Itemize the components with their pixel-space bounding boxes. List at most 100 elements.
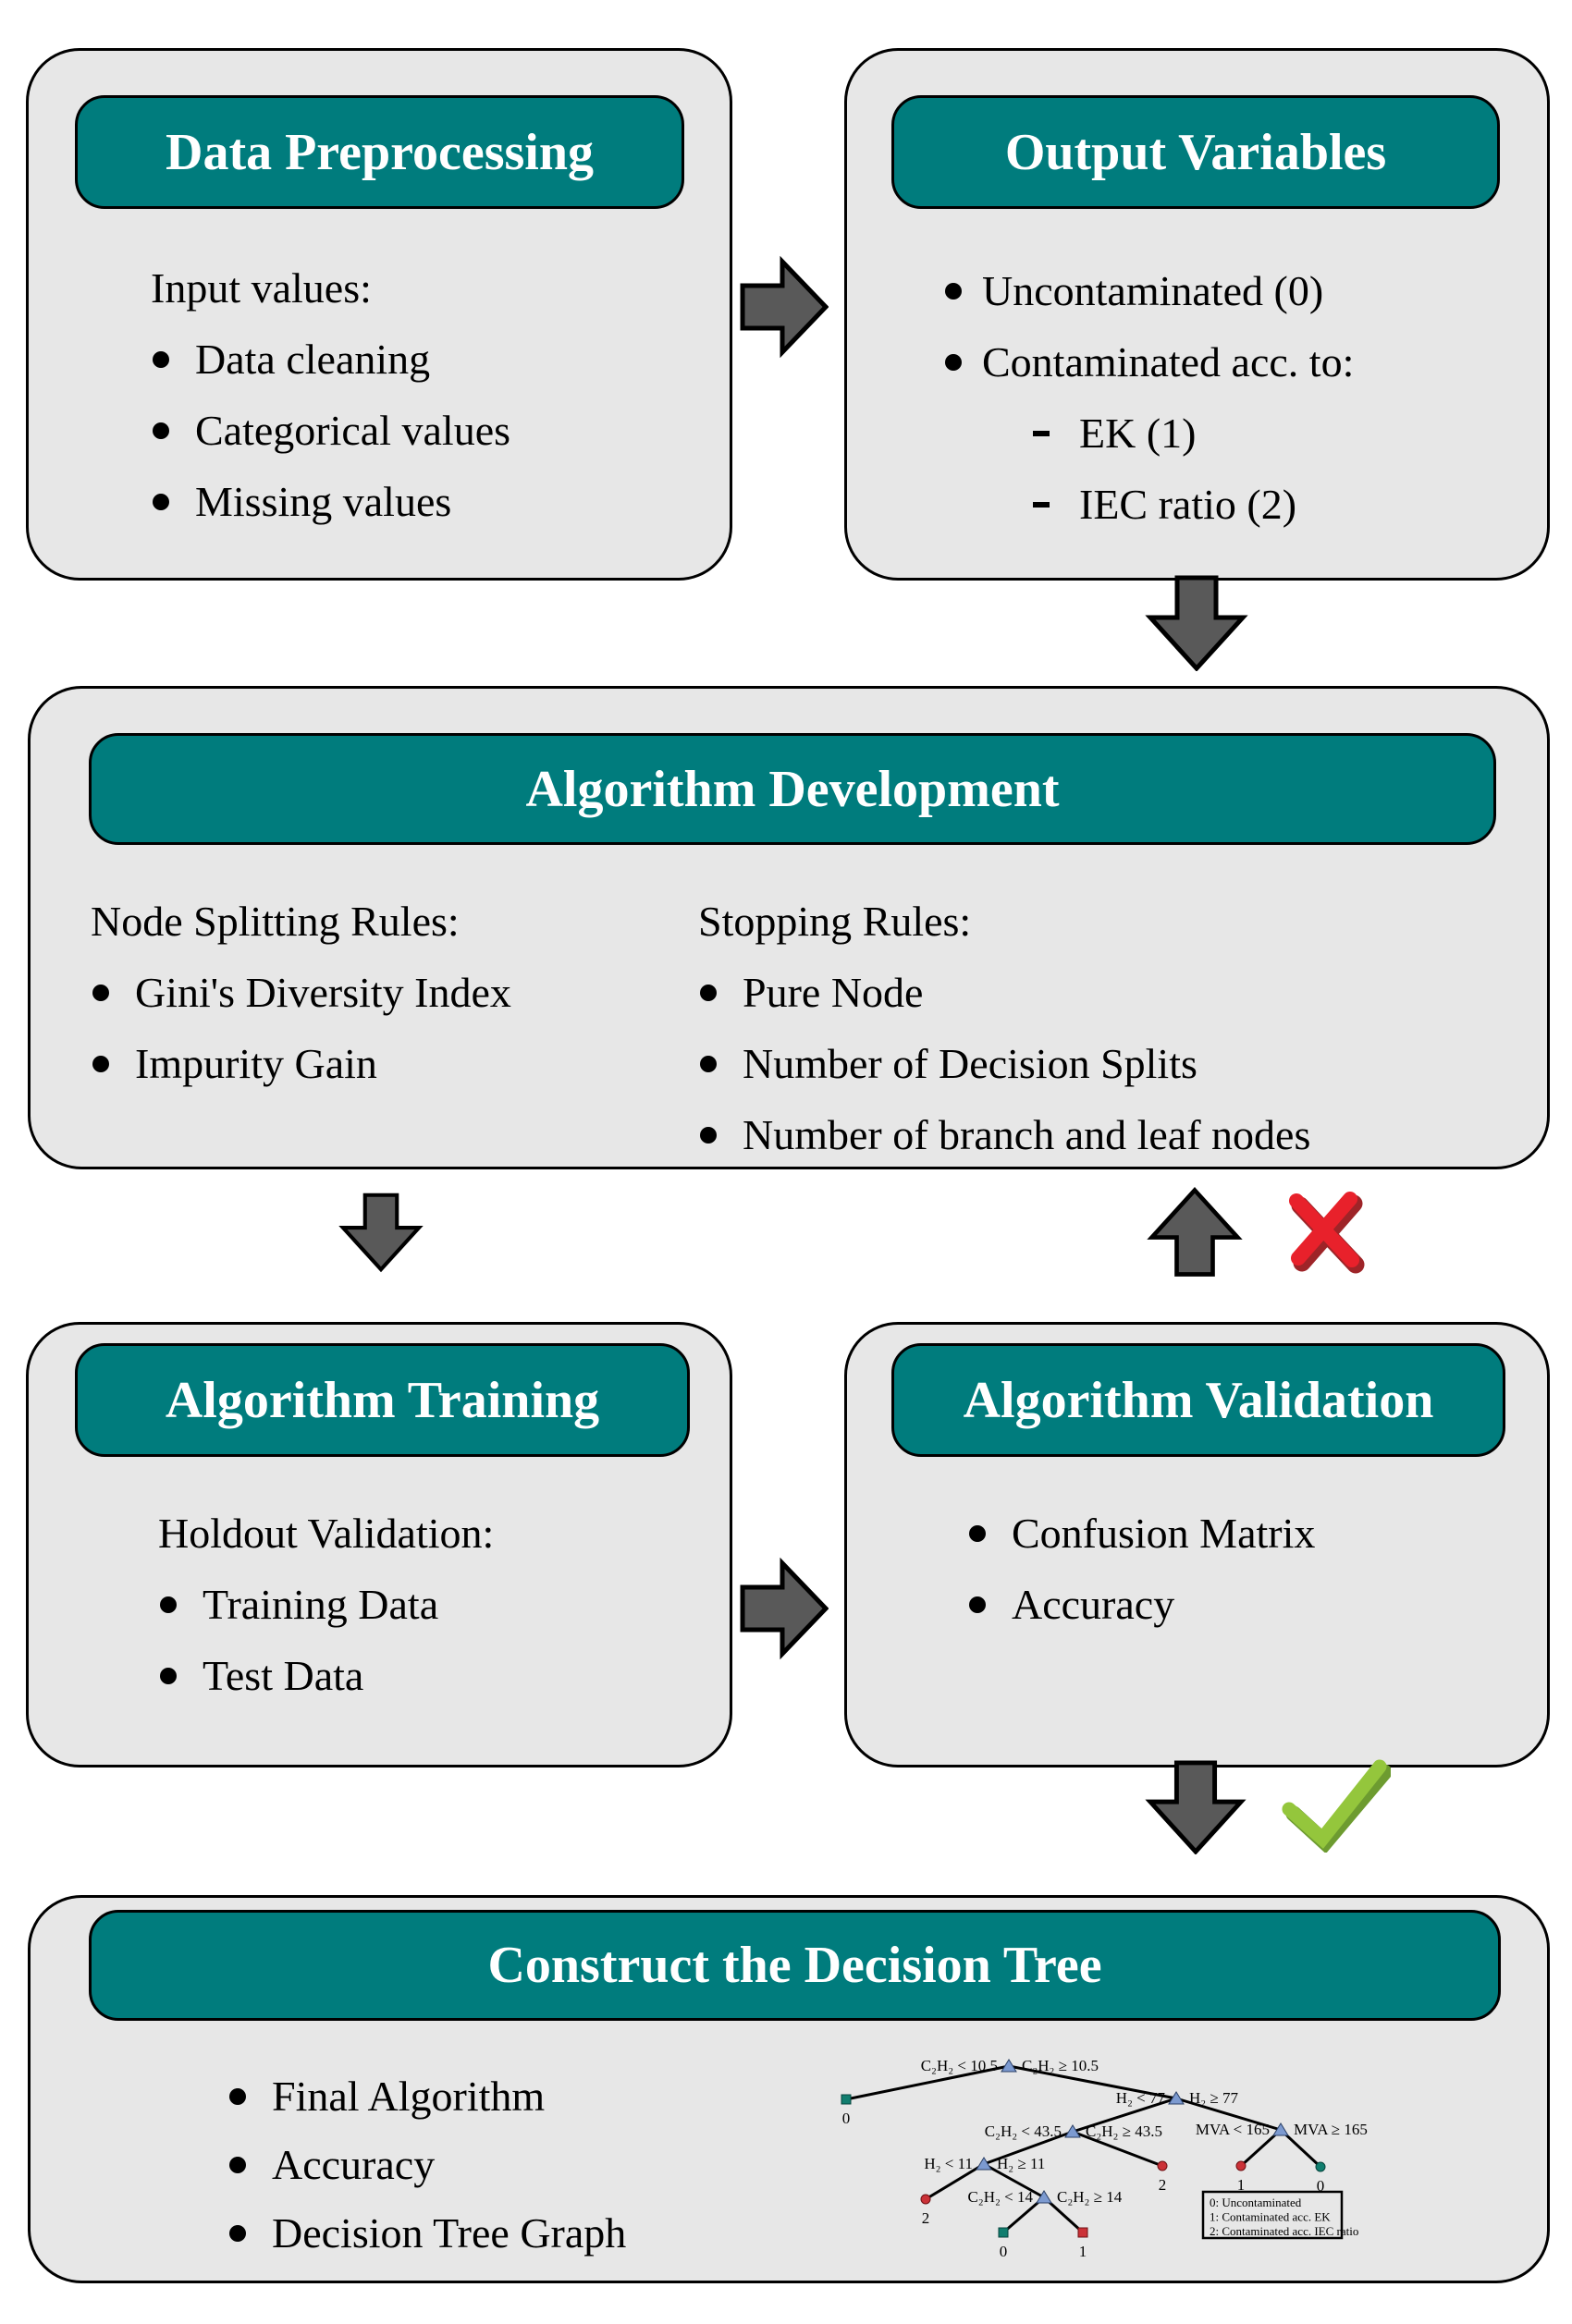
box-data-preprocessing: Data Preprocessing Input values: Data cl… [26, 48, 732, 581]
tree-split-label-right: MVA ≥ 165 [1294, 2121, 1368, 2138]
list-item-label: Uncontaminated (0) [982, 267, 1324, 314]
tree-leaf-node [920, 2194, 931, 2205]
list-item: Data cleaning [151, 324, 510, 395]
box-algorithm-development: Algorithm Development Node Splitting Rul… [28, 686, 1550, 1169]
title-bar-output-variables: Output Variables [891, 95, 1500, 209]
tree-leaf-label: 0 [1000, 2243, 1008, 2260]
tree-legend-box [1201, 2190, 1344, 2240]
list-item-label: Number of Decision Splits [743, 1040, 1197, 1087]
tree-split-label-left: H₂ < 11 [924, 2155, 973, 2172]
list-item-label: EK (1) [1079, 410, 1197, 457]
list-item: Uncontaminated (0) [945, 255, 1354, 326]
list-item: Confusion Matrix [967, 1498, 1315, 1569]
list-item-label: Accuracy [272, 2141, 436, 2188]
tree-leaf-label: 1 [1079, 2243, 1087, 2260]
tree-split-node [1168, 2091, 1185, 2105]
list-item: Number of Decision Splits [698, 1028, 1310, 1099]
list-item-label: Pure Node [743, 969, 924, 1016]
list-item-label: Test Data [203, 1652, 364, 1699]
green-check-icon [1278, 1756, 1393, 1854]
title-data-preprocessing: Data Preprocessing [166, 123, 594, 181]
list-item: Number of branch and leaf nodes [698, 1099, 1310, 1170]
title-bar-algorithm-training: Algorithm Training [75, 1343, 690, 1457]
tree-leaf-label: 1 [1237, 2176, 1246, 2194]
heading-stopping-rules: Stopping Rules: [698, 898, 972, 945]
tree-split-label-left: C₂H₂ < 10.5 [921, 2057, 998, 2074]
content-output-variables: Uncontaminated (0) Contaminated acc. to:… [945, 255, 1354, 540]
box-algorithm-training: Algorithm Training Holdout Validation: T… [26, 1322, 732, 1767]
tree-split-label-left: MVA < 165 [1196, 2121, 1270, 2138]
list-item: Contaminated acc. to: [945, 326, 1354, 398]
list-item-label: Decision Tree Graph [272, 2209, 627, 2257]
list-item-label: Training Data [203, 1581, 439, 1628]
list-item: Training Data [158, 1569, 494, 1640]
list-item: Impurity Gain [91, 1028, 511, 1099]
list-item: Pure Node [698, 957, 1310, 1028]
tree-legend-line: 2: Contaminated acc. IEC ratio [1210, 2224, 1358, 2238]
list-item-label: Contaminated acc. to: [982, 338, 1355, 385]
tree-leaf-node [1235, 2160, 1247, 2171]
list-item-label: Confusion Matrix [1012, 1510, 1316, 1557]
tree-edge [1008, 2064, 1177, 2100]
list-item-label: Final Algorithm [272, 2073, 546, 2120]
tree-leaf-node [998, 2227, 1009, 2238]
tree-split-label-right: H₂ ≥ 11 [997, 2155, 1045, 2172]
tree-split-node [1064, 2124, 1081, 2138]
tree-edge [1072, 2130, 1163, 2168]
list-subitem: IEC ratio (2) [945, 469, 1354, 540]
tree-leaf-label: 0 [1317, 2177, 1325, 2195]
box-output-variables: Output Variables Uncontaminated (0) Cont… [844, 48, 1550, 581]
arrow-down-icon [1145, 575, 1248, 672]
list-item: Decision Tree Graph [227, 2199, 626, 2268]
title-algorithm-validation: Algorithm Validation [963, 1371, 1434, 1429]
tree-leaf-label: 2 [1159, 2176, 1167, 2194]
tree-split-node [976, 2157, 992, 2171]
tree-edge [845, 2064, 1010, 2101]
red-cross-icon [1287, 1191, 1365, 1274]
tree-edge [983, 2162, 1045, 2199]
list-item: Accuracy [967, 1569, 1315, 1640]
list-item: Accuracy [227, 2131, 626, 2199]
list-item-label: Accuracy [1012, 1581, 1175, 1628]
content-construct-decision-tree: Final Algorithm Accuracy Decision Tree G… [227, 2062, 626, 2268]
tree-edge [1279, 2128, 1322, 2169]
tree-split-node [1036, 2190, 1052, 2204]
tree-leaf-node [1077, 2227, 1088, 2238]
title-algorithm-development: Algorithm Development [525, 760, 1060, 818]
tree-edge [1175, 2097, 1282, 2132]
tree-leaf-node [1315, 2161, 1326, 2172]
heading-holdout-validation: Holdout Validation: [158, 1510, 495, 1557]
box-algorithm-validation: Algorithm Validation Confusion Matrix Ac… [844, 1322, 1550, 1767]
list-item: Gini's Diversity Index [91, 957, 511, 1028]
list-item: Test Data [158, 1640, 494, 1711]
tree-split-node [1001, 2059, 1017, 2073]
tree-split-label-left: C₂H₂ < 14 [967, 2188, 1033, 2206]
arrow-right-icon [740, 1557, 829, 1660]
title-bar-data-preprocessing: Data Preprocessing [75, 95, 684, 209]
tree-split-label-right: C₂H₂ ≥ 10.5 [1022, 2057, 1099, 2074]
list-item-label: IEC ratio (2) [1079, 481, 1297, 528]
tree-split-label-left: H₂ < 77 [1116, 2089, 1166, 2107]
title-algorithm-training: Algorithm Training [165, 1371, 600, 1429]
list-item-label: Number of branch and leaf nodes [743, 1111, 1311, 1158]
tree-edge [925, 2162, 985, 2201]
tree-split-label-left: C₂H₂ < 43.5 [985, 2122, 1062, 2140]
list-item-label: Missing values [195, 478, 452, 525]
arrow-right-icon [740, 255, 829, 359]
list-subitem: EK (1) [945, 398, 1354, 469]
title-bar-algorithm-validation: Algorithm Validation [891, 1343, 1505, 1457]
title-bar-algorithm-development: Algorithm Development [89, 733, 1496, 845]
list-item-label: Categorical values [195, 407, 511, 454]
tree-leaf-label: 2 [922, 2209, 930, 2227]
heading-input-values: Input values: [151, 264, 372, 312]
tree-split-node [1272, 2122, 1289, 2136]
tree-edge [1072, 2097, 1177, 2134]
heading-node-splitting-rules: Node Splitting Rules: [91, 898, 460, 945]
tree-legend-line: 1: Contaminated acc. EK [1210, 2210, 1331, 2224]
tree-leaf-label: 0 [842, 2110, 851, 2127]
tree-edge [983, 2130, 1074, 2166]
list-item: Missing values [151, 466, 510, 537]
